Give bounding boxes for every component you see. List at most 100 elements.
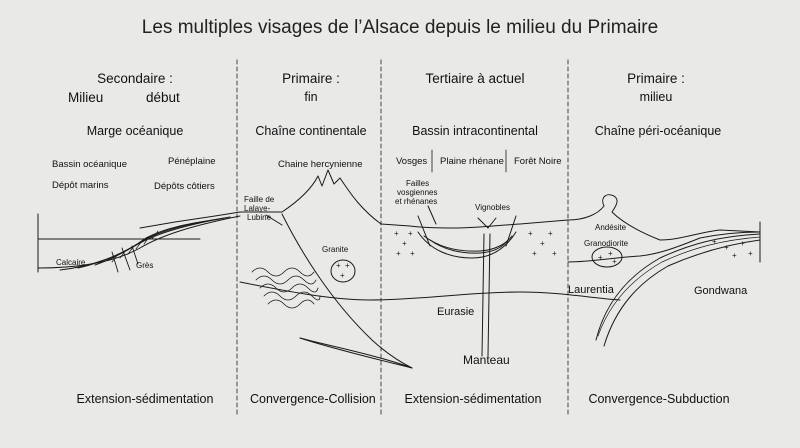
svg-text:+: + xyxy=(345,261,350,270)
svg-text:+: + xyxy=(402,239,407,248)
p3-eurasie: Eurasie xyxy=(437,306,475,318)
p4-process: Convergence-Subduction xyxy=(588,392,730,406)
panel3-drawing: +++ ++ +++ ++ xyxy=(380,205,569,357)
svg-text:+: + xyxy=(740,239,745,248)
collision-slab xyxy=(281,213,413,369)
moho-line xyxy=(239,281,621,301)
p4-laurentia: Laurentia xyxy=(568,284,614,296)
p1-setting: Marge océanique xyxy=(86,124,184,138)
ocean-floor xyxy=(37,215,241,269)
p2-era-line1: Primaire : xyxy=(282,71,340,86)
p3-process: Extension-sédimentation xyxy=(404,392,542,406)
panel1-drawing xyxy=(37,211,241,273)
slab-layering xyxy=(597,236,761,337)
p1-era-line2a: Milieu xyxy=(68,90,104,105)
border-fault-right xyxy=(505,215,517,247)
p2-faille-line2: Lalaye- xyxy=(244,204,271,213)
faille-leader xyxy=(265,214,283,226)
basin-layer-1 xyxy=(423,235,513,252)
granite-crosses: +++ xyxy=(336,261,350,280)
gres-faults xyxy=(111,245,139,273)
slab-base xyxy=(299,337,413,369)
svg-text:+: + xyxy=(396,249,401,258)
granite-body xyxy=(330,259,356,283)
p4-gondwana: Gondwana xyxy=(694,285,748,297)
p2-chaine-hercynienne: Chaine hercynienne xyxy=(278,159,363,170)
p1-era-line1: Secondaire : xyxy=(97,71,173,86)
border-fault-left xyxy=(417,215,431,247)
svg-text:+: + xyxy=(548,229,553,238)
sediment-layer-3 xyxy=(94,218,221,266)
svg-text:+: + xyxy=(340,271,345,280)
p4-andesite: Andésite xyxy=(595,223,627,232)
p2-era-line2: fin xyxy=(304,90,318,104)
panel2-drawing: +++ xyxy=(239,169,413,369)
svg-text:+: + xyxy=(712,237,717,246)
p3-vosges: Vosges xyxy=(396,156,428,167)
p2-faille-line3: Lubine xyxy=(247,213,272,222)
p3-plaine-rhenane: Plaine rhénane xyxy=(440,156,504,167)
subducting-slab-bottom xyxy=(603,239,761,347)
basin-surface xyxy=(380,219,569,229)
p3-era-line1: Tertiaire à actuel xyxy=(425,71,525,86)
p3-manteau: Manteau xyxy=(463,353,510,367)
mantle-conduit-2 xyxy=(487,233,491,357)
diagram-title: Les multiples visages de l’Alsace depuis… xyxy=(141,17,659,38)
folded-layers xyxy=(251,267,321,309)
svg-text:+: + xyxy=(608,249,613,258)
mantle-conduit-1 xyxy=(481,233,485,357)
p3-failles-line2: vosgiennes xyxy=(397,188,438,197)
p2-process: Convergence-Collision xyxy=(250,392,376,406)
p1-era-line2b: début xyxy=(146,90,180,105)
crust-crosses: +++ ++ +++ ++ xyxy=(394,229,557,258)
p3-setting: Bassin intracontinental xyxy=(412,124,538,138)
svg-text:+: + xyxy=(528,229,533,238)
svg-text:+: + xyxy=(336,261,341,270)
p1-depot-marins: Dépôt marins xyxy=(52,180,109,191)
svg-text:+: + xyxy=(732,251,737,260)
p1-process: Extension-sédimentation xyxy=(76,392,214,406)
svg-text:+: + xyxy=(394,229,399,238)
p1-calcaire: Calcaire xyxy=(56,258,86,267)
basin-layer-2 xyxy=(429,239,509,254)
p1-bassin-oceanique: Bassin océanique xyxy=(52,159,127,170)
p3-vignobles: Vignobles xyxy=(475,203,510,212)
svg-text:+: + xyxy=(748,249,753,258)
failles-leader xyxy=(427,205,437,225)
p4-granodiorite: Granodiorite xyxy=(584,239,629,248)
gondwana-crosses: +++ ++ xyxy=(712,237,753,260)
svg-text:+: + xyxy=(540,239,545,248)
svg-text:+: + xyxy=(724,243,729,252)
svg-text:+: + xyxy=(410,249,415,258)
granodiorite-crosses: +++ xyxy=(598,249,617,266)
sediment-layer-1 xyxy=(59,216,231,271)
vignobles-leader-2 xyxy=(487,217,497,229)
panel4-drawing: +++ +++ ++ xyxy=(567,194,761,347)
granodiorite-body xyxy=(591,246,623,268)
svg-text:+: + xyxy=(532,249,537,258)
laurentia-crust xyxy=(567,231,761,263)
p4-setting: Chaîne péri-océanique xyxy=(594,124,722,138)
hercynian-mountain xyxy=(281,169,382,225)
p4-era-line2: milieu xyxy=(639,90,673,104)
p2-faille-line1: Faille de xyxy=(244,195,275,204)
svg-text:+: + xyxy=(612,257,617,266)
p2-granite: Granite xyxy=(322,245,349,254)
p3-failles-line1: Failles xyxy=(406,179,430,188)
sediment-hatch xyxy=(111,230,159,263)
svg-text:+: + xyxy=(408,229,413,238)
panel-separators xyxy=(236,59,569,416)
p3-failles-line3: et rhénanes xyxy=(395,197,438,206)
volcano xyxy=(567,194,761,241)
subducting-slab-top xyxy=(595,233,761,341)
continental-surface xyxy=(139,211,241,229)
vignobles-leader-1 xyxy=(477,217,489,229)
p3-foret-noire: Forêt Noire xyxy=(514,156,562,167)
p2-setting: Chaîne continentale xyxy=(255,124,367,138)
p1-depots-cotiers: Dépôts côtiers xyxy=(154,181,215,192)
svg-text:+: + xyxy=(552,249,557,258)
p1-gres: Grès xyxy=(136,261,154,270)
p1-peneplaine: Pénéplaine xyxy=(168,156,216,167)
